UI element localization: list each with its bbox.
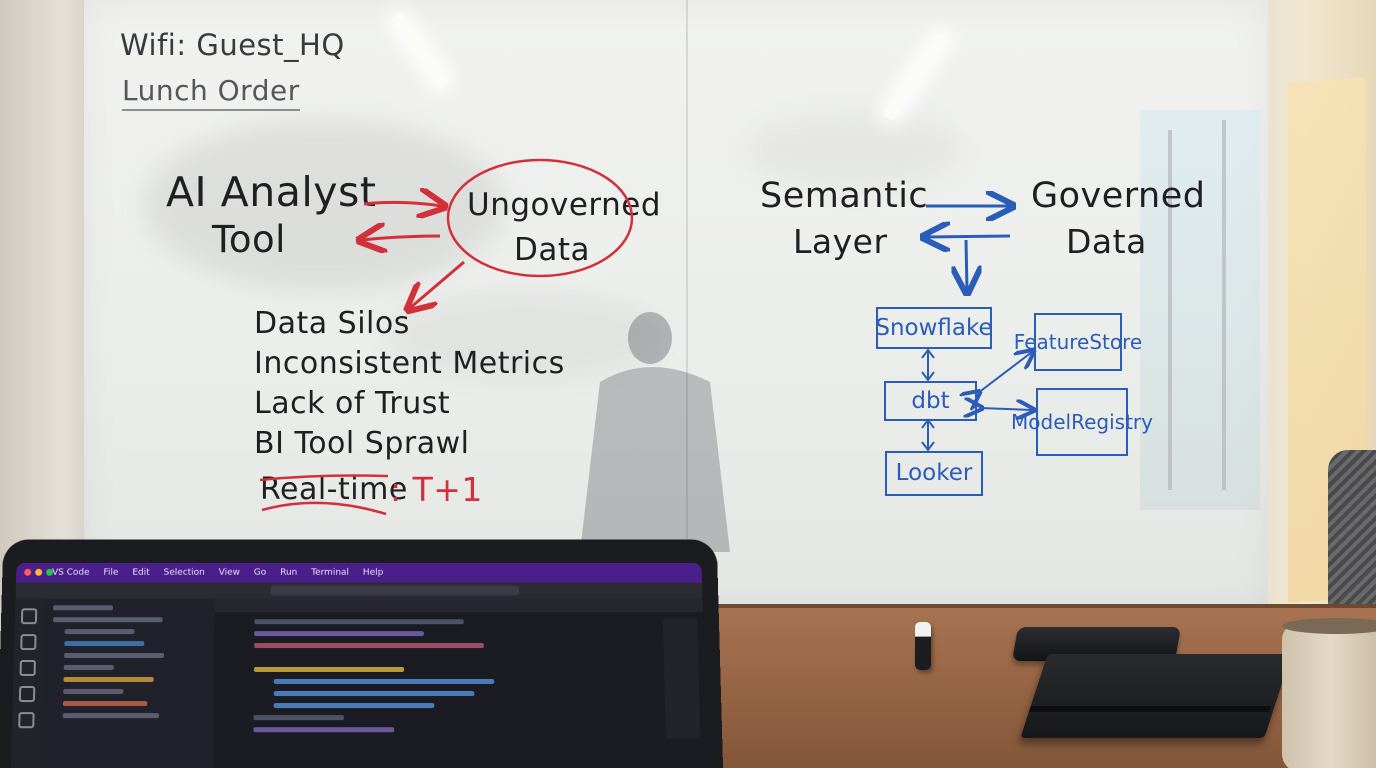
sidebar-row[interactable]: [63, 664, 114, 670]
whiteboard: [84, 0, 1268, 610]
menu-item-go[interactable]: Go: [253, 567, 267, 578]
governed-data-label: Data: [1066, 222, 1147, 261]
coffee-mug: [1282, 622, 1376, 768]
sidebar-row[interactable]: [62, 701, 148, 707]
marker-pen: [915, 622, 931, 670]
search-icon[interactable]: [20, 634, 37, 651]
code-line: [273, 703, 435, 709]
app-menubar: VS Code File Edit Selection View Go Run …: [16, 562, 702, 583]
model-registry-label-line1: Model: [1011, 409, 1072, 434]
close-window-icon[interactable]: [24, 568, 32, 576]
code-line: [253, 727, 395, 733]
problem-item: Data Silos: [254, 306, 410, 341]
code-line: [253, 666, 405, 672]
code-line: [254, 643, 484, 649]
problem-item: BI Tool Sprawl: [254, 426, 470, 461]
dbt-node: dbt: [884, 381, 977, 421]
laptop: VS Code File Edit Selection View Go Run …: [0, 538, 724, 768]
governed-label: Governed: [1031, 176, 1206, 216]
menu-item-terminal[interactable]: Terminal: [311, 567, 349, 578]
problem-item: Inconsistent Metrics: [254, 346, 565, 381]
window-frame: [1168, 130, 1172, 490]
menu-item-selection[interactable]: Selection: [163, 567, 205, 578]
semantic-label: Semantic: [760, 176, 929, 216]
sidebar-row[interactable]: [64, 641, 145, 647]
notebook: [1020, 654, 1292, 738]
left-wall: [0, 0, 90, 600]
person-reflection: [580, 312, 730, 552]
board-panel-seam: [686, 0, 688, 610]
code-editor[interactable]: [212, 598, 708, 768]
sidebar-row[interactable]: [64, 629, 135, 635]
strikethrough-mark: [260, 474, 389, 516]
menu-item-edit[interactable]: Edit: [132, 567, 150, 578]
minimize-window-icon[interactable]: [35, 568, 43, 576]
layer-label: Layer: [793, 222, 888, 261]
sidebar-row[interactable]: [63, 676, 154, 682]
laptop-bezel: VS Code File Edit Selection View Go Run …: [0, 539, 724, 768]
snowflake-node-label: Snowflake: [875, 314, 993, 341]
table-edge: [660, 604, 1376, 608]
problem-item: Lack of Trust: [254, 386, 451, 421]
sidebar-row[interactable]: [64, 653, 165, 658]
window-frame: [1222, 120, 1226, 490]
replacement-text: : T+1: [390, 470, 483, 509]
ai-analyst-label: AI Analyst: [166, 168, 377, 216]
snowflake-node: Snowflake: [875, 307, 993, 349]
editor-minimap[interactable]: [663, 618, 701, 739]
sidebar-row[interactable]: [62, 713, 160, 719]
feature-store-label-line1: Feature: [1013, 329, 1090, 354]
explorer-icon[interactable]: [20, 608, 38, 625]
model-registry-label-line2: Registry: [1071, 409, 1153, 434]
sidebar-row[interactable]: [63, 688, 124, 695]
feature-store-label-line2: Store: [1089, 329, 1143, 354]
explorer-sidebar: [39, 598, 215, 768]
ungoverned-label: Ungoverned: [467, 187, 661, 223]
sidebar-row[interactable]: [53, 605, 114, 611]
looker-node: Looker: [885, 451, 983, 496]
run-debug-icon[interactable]: [18, 685, 36, 703]
wifi-note: Wifi: Guest_HQ: [120, 28, 345, 62]
command-search-box[interactable]: [270, 585, 520, 596]
code-line: [253, 715, 344, 721]
editor-titlebar: [15, 582, 703, 599]
maximize-window-icon[interactable]: [46, 568, 54, 576]
ungoverned-data-label: Data: [514, 232, 591, 268]
eraser-smudge: [744, 110, 964, 190]
lunch-note: Lunch Order: [122, 74, 300, 111]
struck-item: Real-time: [260, 472, 408, 516]
menu-item-app[interactable]: VS Code: [51, 567, 90, 578]
code-line: [273, 691, 475, 697]
tool-label: Tool: [212, 218, 286, 261]
office-chair: [1328, 450, 1376, 630]
model-registry-node: Model Registry: [1011, 388, 1153, 456]
menu-item-run[interactable]: Run: [280, 567, 298, 578]
menu-item-view[interactable]: View: [218, 567, 240, 578]
feature-store-node: Feature Store: [1014, 313, 1142, 371]
laptop-screen: VS Code File Edit Selection View Go Run …: [10, 562, 708, 768]
source-control-icon[interactable]: [19, 659, 36, 676]
code-line: [273, 678, 495, 684]
looker-node-label: Looker: [895, 460, 973, 487]
extensions-icon[interactable]: [18, 712, 35, 729]
sidebar-row[interactable]: [52, 617, 163, 623]
code-line: [254, 619, 464, 625]
coffee-mug-rim: [1282, 618, 1376, 634]
window-controls: [24, 568, 54, 576]
notebook-elastic-band: [1029, 706, 1271, 712]
menu-item-help[interactable]: Help: [362, 567, 384, 578]
code-line: [254, 631, 424, 637]
menu-item-file[interactable]: File: [103, 567, 119, 578]
dbt-node-label: dbt: [911, 387, 950, 414]
activity-bar: [10, 598, 44, 768]
editor-tabs: [214, 598, 703, 613]
window-reflection: [1140, 110, 1260, 510]
